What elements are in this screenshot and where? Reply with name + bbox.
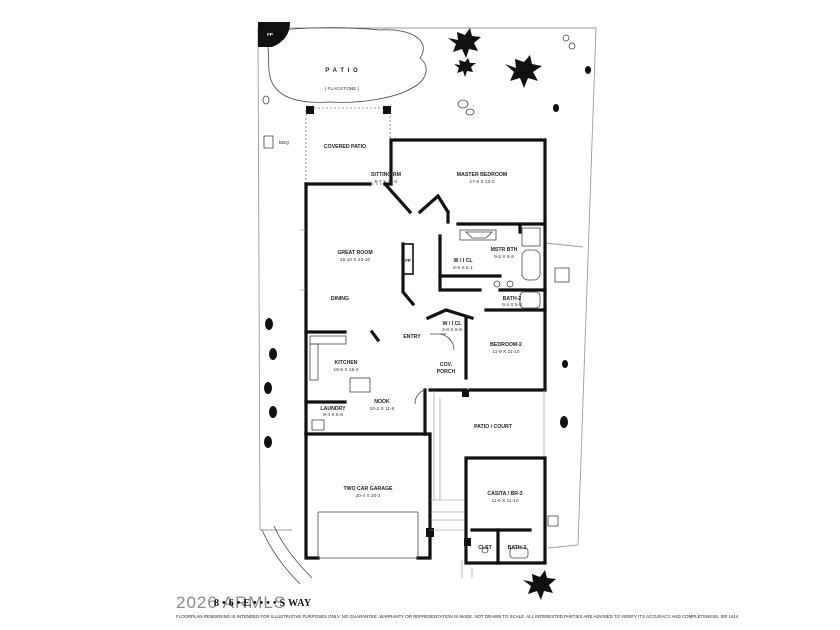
casita-label: CASITA / BR-3: [487, 491, 522, 497]
bed2-closet-dim: 4-6 X 6-6: [442, 327, 462, 333]
great-room-label: GREAT ROOM: [337, 250, 372, 256]
watermark: 2026 ARMLS: [176, 593, 287, 612]
sitting-room-dim: 8-7 X 12-0: [375, 179, 398, 185]
bath3-label: BATH-3: [508, 545, 527, 551]
outdoor-fireplace-label: FP: [267, 32, 273, 37]
bed2-closet-label: W / I CL: [442, 321, 462, 327]
garage-structure: [304, 432, 434, 560]
outdoor-fireplace: [258, 22, 290, 47]
cov-porch-label-1: COV.: [440, 362, 453, 368]
laundry-dim: 8-4 X 5-6: [323, 412, 343, 418]
casita-structure: [464, 456, 559, 565]
master-bedroom-label: MASTER BEDROOM: [457, 172, 507, 178]
kitchen-label: KITCHEN: [334, 360, 357, 366]
interior-details: [300, 227, 541, 431]
bedroom2-dim: 11-9 X 11-10: [492, 349, 519, 355]
closet-label: CLST: [478, 545, 492, 551]
patio-label: P A T I O: [325, 68, 358, 74]
flagstone-patio: [267, 27, 427, 103]
master-bedroom-dim: 17-6 X 13-0: [469, 179, 494, 185]
bbq-label: BBQ: [279, 140, 289, 146]
disclaimer-text: FLOORPLAN RENDERING IS INTENDED FOR ILLU…: [176, 614, 739, 619]
great-room-dim: 15-10 X 23-10: [340, 257, 371, 263]
covered-patio-label: COVERED PATIO: [324, 144, 366, 150]
indoor-fireplace-label: FP: [405, 258, 411, 263]
lot-boundary: [257, 27, 597, 549]
court-walkway: [430, 390, 545, 578]
sitting-room-label: SITTING RM: [371, 172, 401, 178]
bath2-dim: 8-4 X 5-8: [502, 302, 522, 308]
stepping-stones: [262, 34, 576, 283]
address-title: 8 • 6 • E • • • • S WAY: [214, 598, 312, 609]
master-bath-dim: 9-2 X 8-8: [494, 254, 514, 260]
master-bath-label: MSTR BTH: [491, 247, 518, 253]
master-closet-label: W / I CL: [453, 258, 473, 264]
garage-label: TWO CAR GARAGE: [344, 486, 394, 492]
nook-dim: 10-2 X 11-6: [370, 406, 395, 412]
dining-label: DINING: [331, 296, 349, 302]
garage-dim: 20-4 X 20-2: [355, 493, 380, 499]
kitchen-dim: 16-6 X 16-2: [333, 367, 358, 373]
casita-dim: 11-6 X 11-10: [491, 498, 518, 504]
house-walls: [304, 138, 547, 436]
nook-label: NOOK: [374, 399, 390, 405]
laundry-label: LAUNDRY: [320, 406, 346, 412]
master-closet-dim: 6-6 X 6-1: [453, 265, 473, 271]
front-walk: [261, 525, 313, 585]
bbq-grill: [263, 135, 274, 149]
patio-sublabel: ( FLAGSTONE ): [325, 86, 360, 92]
bedroom2-label: BEDROOM-2: [490, 342, 522, 348]
landscape-plants: [264, 28, 591, 600]
patio-court-label: PATIO / COURT: [474, 424, 513, 430]
bath2-label: BATH-2: [503, 296, 522, 302]
cov-porch-label-2: PORCH: [437, 369, 456, 375]
entry-label: ENTRY: [403, 334, 421, 340]
